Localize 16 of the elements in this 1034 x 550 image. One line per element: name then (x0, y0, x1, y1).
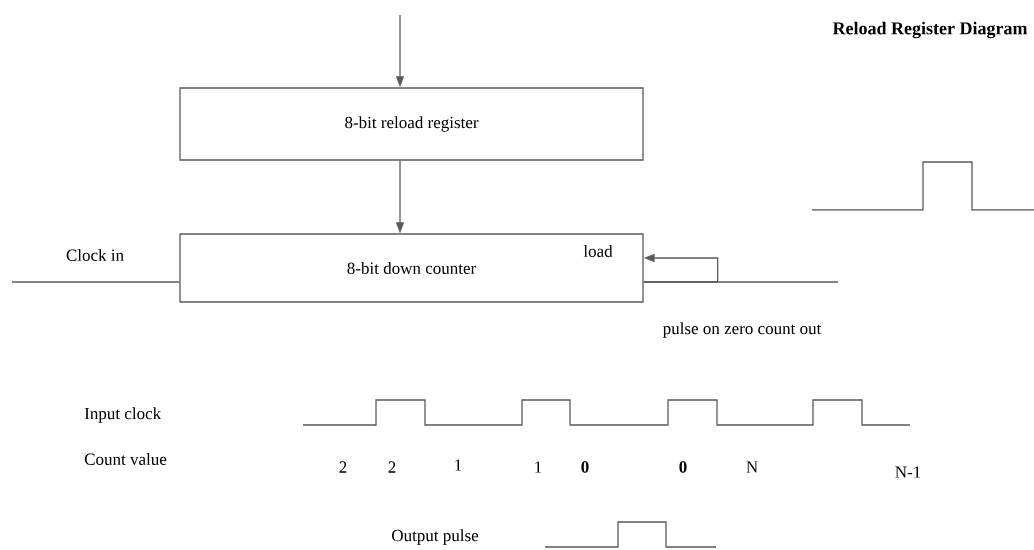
count-value: 2 (339, 461, 347, 473)
count-value: 0 (679, 461, 687, 473)
count-value: 1 (455, 459, 462, 471)
edge-label: Clock in (66, 249, 124, 261)
count-value: 2 (388, 461, 396, 473)
count-value: N (746, 461, 758, 473)
count-value: N-1 (895, 466, 921, 478)
count-value: 1 (535, 461, 542, 473)
label: load (583, 245, 613, 257)
count-value: 0 (581, 461, 589, 473)
edge-label: pulse on zero count out (662, 322, 822, 338)
title: Reload Register Diagram (832, 21, 1028, 39)
process-box: 8-bit reload register (179, 87, 644, 161)
label: Input clock (84, 407, 162, 423)
label: Count value (84, 453, 167, 465)
label: Output pulse (392, 529, 479, 545)
